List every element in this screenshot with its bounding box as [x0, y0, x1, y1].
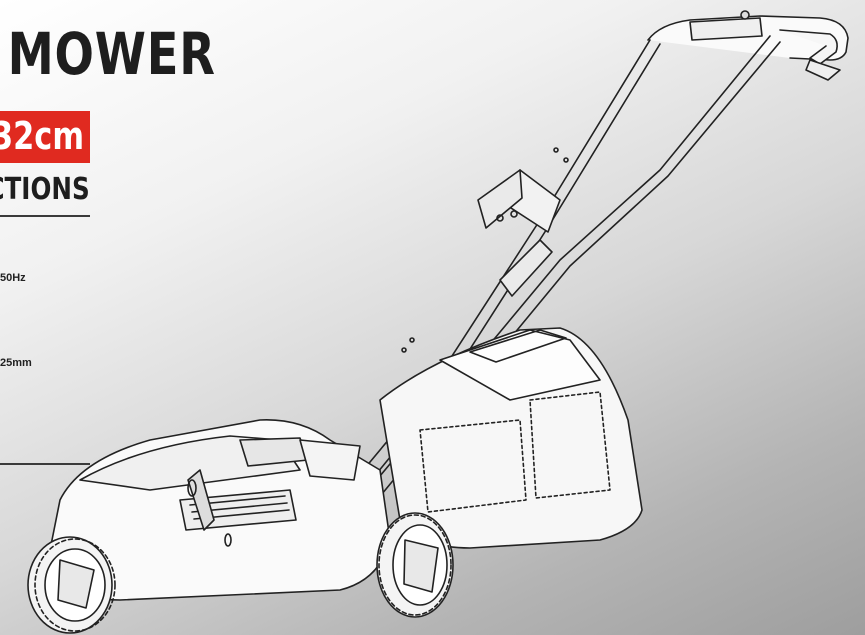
spec-divider [0, 463, 90, 465]
instructions-heading: INSTRUCTIONS [0, 172, 90, 207]
spec-frequency: 50Hz [0, 272, 26, 284]
red-size-badge: 32cm [0, 111, 90, 163]
grass-collection-box [379, 327, 643, 549]
handle-tubes [329, 35, 781, 517]
mower-deck [47, 419, 391, 601]
spec-cut-height: 25mm [0, 357, 32, 369]
front-wheel [27, 536, 116, 634]
size-badge-text: 32cm [0, 114, 84, 158]
handle-grip [647, 10, 849, 81]
rear-wheel [376, 512, 454, 618]
page-title: ELECTRIC MOWER [0, 20, 216, 88]
heading-underline [0, 215, 90, 217]
